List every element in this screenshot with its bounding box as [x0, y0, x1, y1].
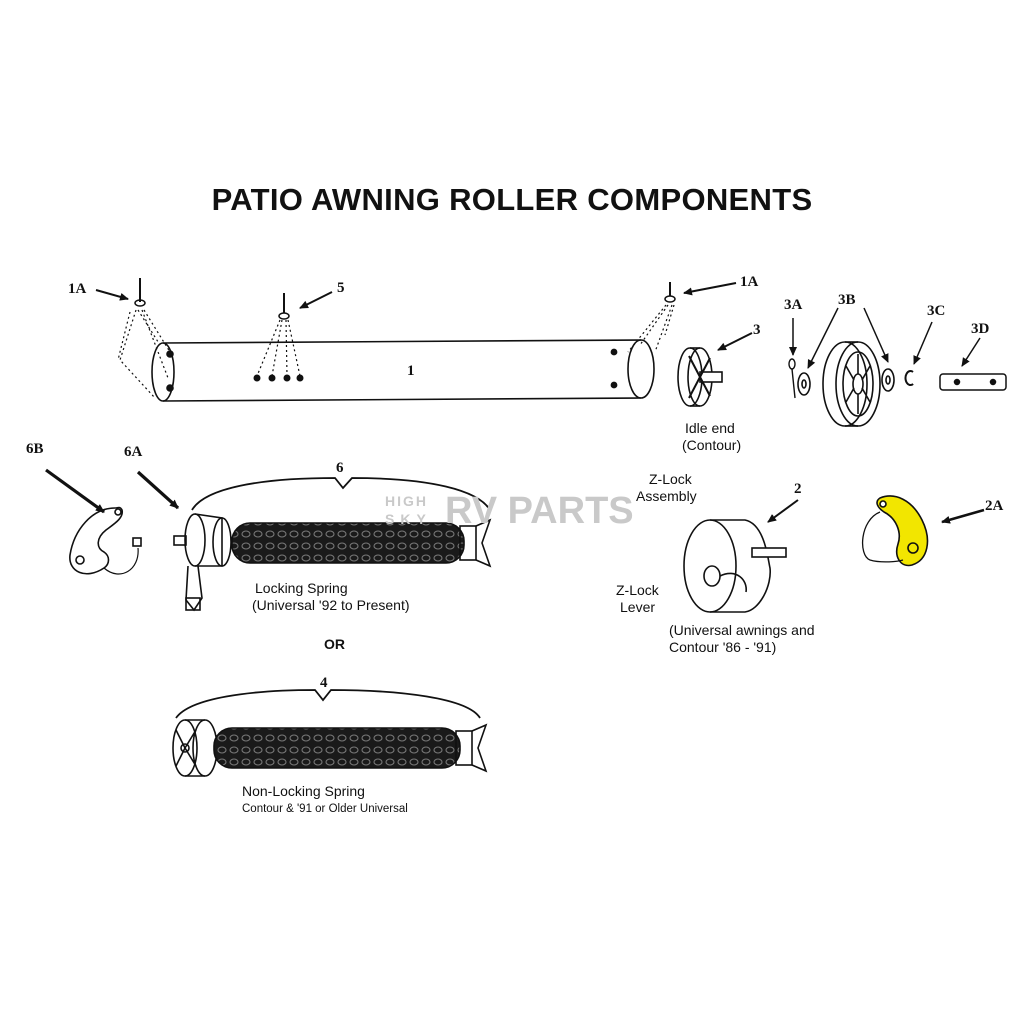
clip-3c	[904, 370, 914, 387]
watermark-high: HIGH	[385, 493, 428, 509]
callout-1a-left: 1A	[68, 281, 87, 297]
pin-3a	[788, 358, 796, 399]
watermark-sky: SKY	[385, 511, 432, 527]
screw-1a-left	[117, 278, 171, 399]
label-zlock-lever-1: Z-Lock	[616, 582, 659, 598]
arrow-6a	[136, 470, 180, 510]
brace-6	[191, 477, 491, 511]
arrow-3c	[913, 321, 933, 365]
label-zlock-lever-2: Lever	[620, 599, 656, 615]
wheel-3b	[797, 341, 895, 427]
callout-1a-right: 1A	[740, 274, 759, 290]
axle-3d	[939, 373, 1007, 391]
callout-5: 5	[337, 280, 345, 296]
callout-6a: 6A	[124, 444, 143, 460]
callout-6: 6	[336, 460, 344, 476]
lever-6b	[69, 506, 142, 575]
arrow-5	[299, 291, 333, 309]
arrow-1a-right	[683, 282, 737, 296]
arrow-2a	[941, 508, 985, 524]
arrow-3b-right	[863, 307, 889, 363]
callout-2a: 2A	[985, 498, 1004, 514]
label-locking-spring: Locking Spring	[255, 580, 348, 596]
label-idle-end-contour: (Contour)	[682, 437, 742, 453]
label-nonlocking-spring: Non-Locking Spring	[242, 783, 365, 799]
label-or: OR	[324, 636, 345, 652]
idle-end-cap	[677, 347, 723, 407]
callout-3: 3	[753, 322, 761, 338]
brace-4	[175, 689, 481, 719]
callout-3a: 3A	[784, 297, 803, 313]
diagram-title: PATIO AWNING ROLLER COMPONENTS	[211, 182, 813, 217]
lever-2a-highlighted	[861, 495, 929, 567]
callout-4: 4	[320, 675, 328, 691]
label-zlock-assembly-2: Assembly	[636, 488, 697, 504]
label-locking-spring-years: (Universal '92 to Present)	[252, 597, 410, 613]
watermark-rv-parts: RV PARTS	[445, 490, 634, 532]
label-zlock-assembly-1: Z-Lock	[649, 471, 692, 487]
screw-1a-right	[627, 282, 676, 353]
arrow-3d	[961, 337, 981, 367]
arrow-1a-left	[95, 289, 129, 301]
zlock-assembly	[683, 519, 787, 613]
label-universal-2: Contour '86 - '91)	[669, 639, 777, 655]
arrow-6b	[45, 468, 105, 514]
roller-tube	[151, 339, 655, 402]
label-nonlocking-years: Contour & '91 or Older Universal	[242, 803, 408, 815]
label-universal-1: (Universal awnings and	[669, 622, 815, 638]
callout-3d: 3D	[971, 321, 990, 337]
callout-6b: 6B	[26, 441, 44, 457]
arrow-2	[767, 499, 799, 523]
callout-1: 1	[407, 363, 415, 379]
callout-2: 2	[794, 481, 802, 497]
callout-3c: 3C	[927, 303, 946, 319]
arrow-3b-left	[807, 307, 839, 369]
label-idle-end: Idle end	[685, 420, 735, 436]
locking-spring-assembly	[173, 513, 492, 612]
arrow-3	[717, 332, 753, 351]
callout-3b: 3B	[838, 292, 856, 308]
nonlocking-spring-assembly	[172, 719, 488, 777]
screw-5	[253, 293, 304, 382]
